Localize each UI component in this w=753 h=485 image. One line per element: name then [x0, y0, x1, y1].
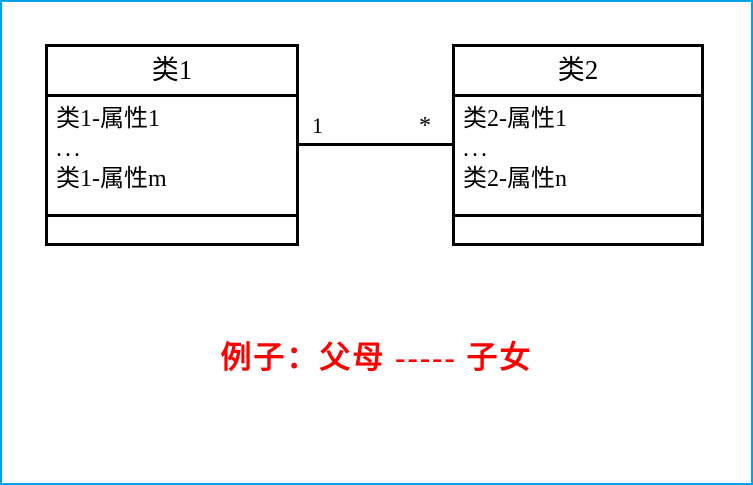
class2-attribute-1: 类2-属性1 — [463, 106, 567, 132]
class1-attribute-ellipsis: ... — [56, 136, 83, 162]
class2-name-compartment: 类2 — [455, 47, 701, 97]
class1-title: 类1 — [151, 55, 193, 85]
class2-attributes-compartment: 类2-属性1 ... 类2-属性n — [455, 97, 701, 217]
association-line — [298, 143, 454, 146]
class1-name-compartment: 类1 — [48, 47, 296, 97]
example-caption: 例子：父母 ----- 子女 — [220, 340, 533, 375]
class1-attribute-m: 类1-属性m — [56, 166, 167, 192]
class2-attribute-n: 类2-属性n — [463, 166, 567, 192]
class-box-class2[interactable]: 类2 类2-属性1 ... 类2-属性n — [452, 44, 704, 246]
class2-operations-compartment — [455, 217, 701, 413]
class1-operations-compartment — [48, 217, 296, 413]
class1-attributes-compartment: 类1-属性1 ... 类1-属性m — [48, 97, 296, 217]
association-multiplicity-target: * — [419, 113, 431, 139]
class2-title: 类2 — [557, 55, 599, 85]
class2-attribute-ellipsis: ... — [463, 136, 490, 162]
association-multiplicity-source: 1 — [312, 113, 323, 138]
class1-attribute-1: 类1-属性1 — [56, 106, 160, 132]
class-box-class1[interactable]: 类1 类1-属性1 ... 类1-属性m — [45, 44, 299, 246]
